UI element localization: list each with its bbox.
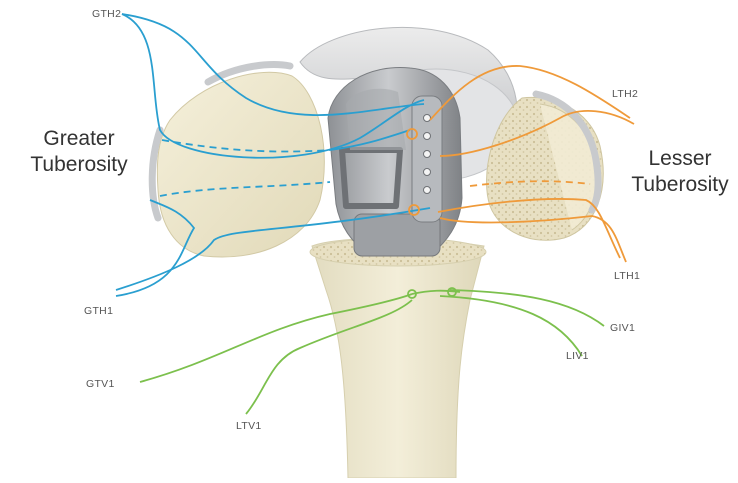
suture-label-gtv1: GTV1 <box>86 378 115 390</box>
suture-label-liv1: LIV1 <box>566 350 589 362</box>
lesser-tuberosity-label-line1: Lesser <box>624 146 736 172</box>
suture-label-lth2: LTH2 <box>612 88 638 100</box>
suture-label-gth2: GTH2 <box>92 8 121 20</box>
suture-label-gth1: GTH1 <box>84 305 113 317</box>
greater-tuberosity-fragment <box>157 72 324 257</box>
lesser-tuberosity-label-line2: Tuberosity <box>624 172 736 198</box>
greater-tuberosity-label: Greater Tuberosity <box>20 126 138 178</box>
suture-label-lth1: LTH1 <box>614 270 640 282</box>
greater-tuberosity-label-line2: Tuberosity <box>20 152 138 178</box>
humeral-shaft <box>312 239 484 479</box>
suture-label-ltv1: LTV1 <box>236 420 262 432</box>
lesser-tuberosity-label: Lesser Tuberosity <box>624 146 736 198</box>
greater-tuberosity-label-line1: Greater <box>20 126 138 152</box>
suture-giv1 <box>450 290 604 326</box>
suture-label-giv1: GIV1 <box>610 322 635 334</box>
